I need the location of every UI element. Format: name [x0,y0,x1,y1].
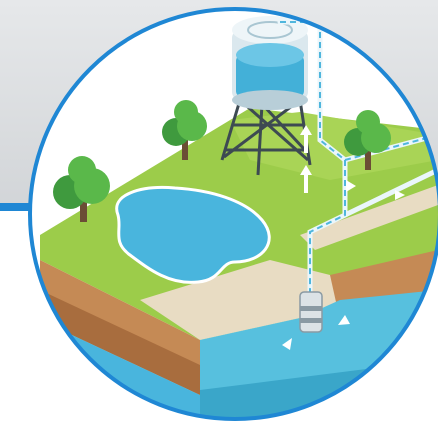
sand-area [140,260,345,340]
well-pump-icon [299,291,323,333]
tree-icon [344,110,391,170]
soil-left-dark [40,290,200,395]
pond-icon [115,185,271,284]
ring-outline [28,7,438,421]
water-tank [232,16,308,110]
sand-strip [300,185,438,250]
tree-icon [53,156,110,222]
tree-icon [162,100,207,160]
flow-arrow-icon [282,125,405,350]
